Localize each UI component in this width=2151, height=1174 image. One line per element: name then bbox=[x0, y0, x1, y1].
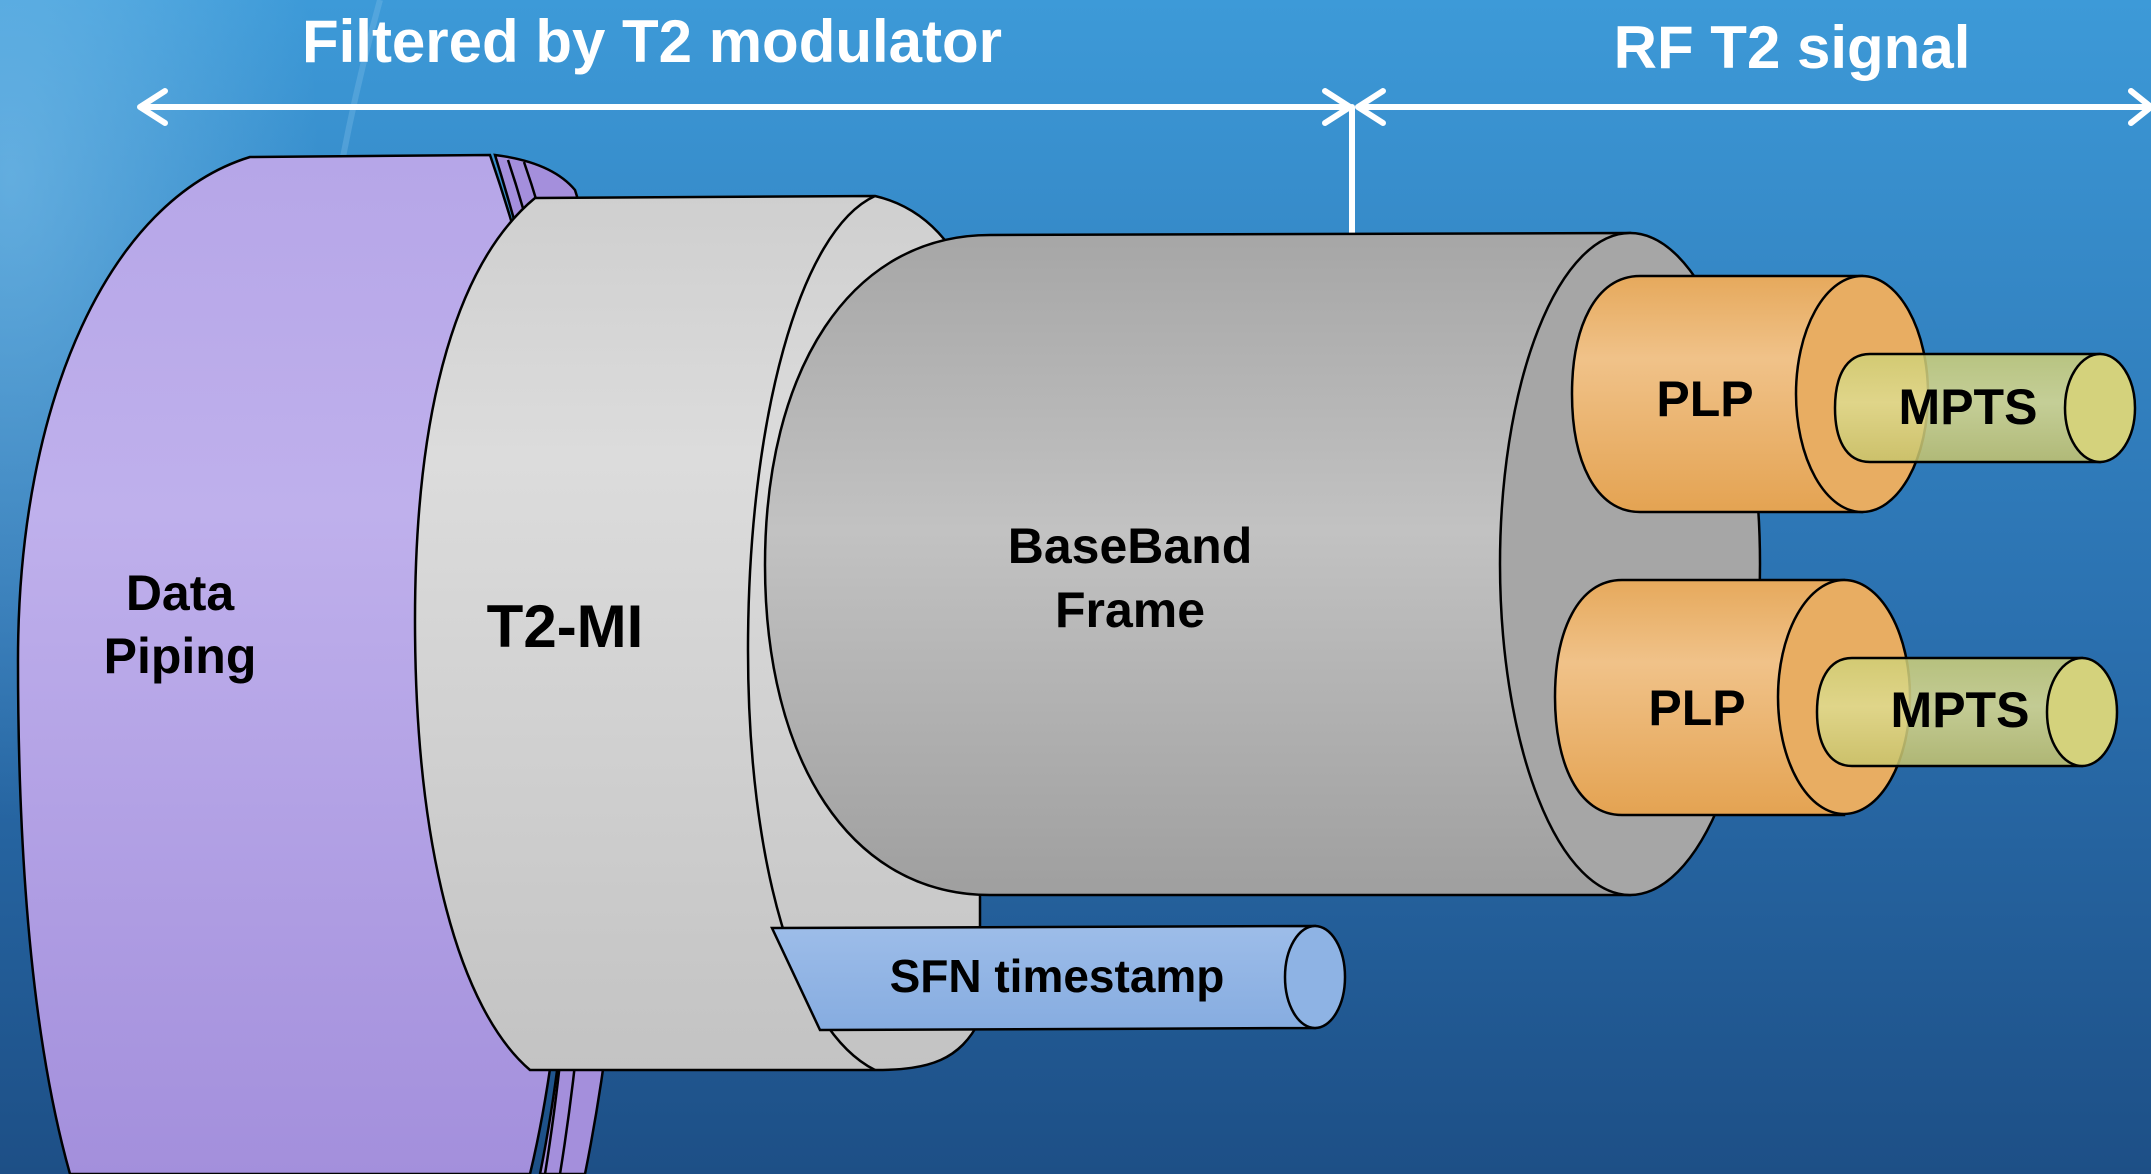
rf-right-arrowhead bbox=[2128, 88, 2151, 126]
header-left-label: Filtered by T2 modulator bbox=[302, 8, 1002, 75]
header-right-label: RF T2 signal bbox=[1614, 14, 1971, 81]
t2mi-label: T2-MI bbox=[487, 593, 644, 660]
mpts-top-tube bbox=[1833, 352, 2137, 464]
plp-bottom-label: PLP bbox=[1648, 680, 1745, 736]
data-piping-label-line1: Data bbox=[126, 565, 236, 621]
baseband-label-line2: Frame bbox=[1055, 582, 1205, 638]
left-arrowhead bbox=[137, 88, 168, 126]
plp-bottom-cylinder bbox=[1553, 578, 1912, 817]
header-arrows bbox=[137, 88, 2151, 236]
mpts-bottom-tube bbox=[1815, 656, 2119, 768]
rf-left-arrowhead bbox=[1355, 88, 1386, 126]
sfn-timestamp-tube bbox=[770, 924, 1347, 1032]
mpts-top-label: MPTS bbox=[1899, 379, 2038, 435]
mpts-bottom-label: MPTS bbox=[1891, 682, 2030, 738]
sfn-timestamp-label: SFN timestamp bbox=[890, 950, 1225, 1002]
data-piping-label-line2: Piping bbox=[104, 628, 257, 684]
baseband-label-line1: BaseBand bbox=[1008, 518, 1253, 574]
plp-top-label: PLP bbox=[1656, 371, 1753, 427]
